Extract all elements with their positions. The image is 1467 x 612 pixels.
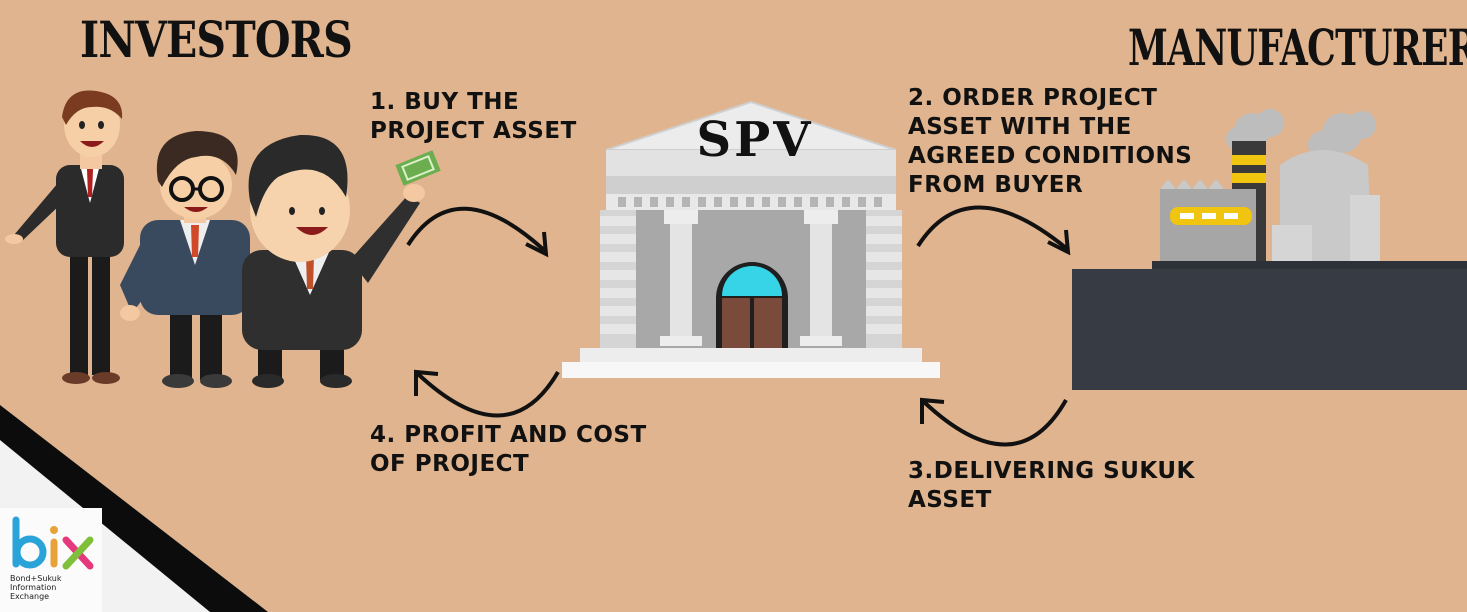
step4-line: OF PROJECT (370, 451, 530, 477)
step3-line: 3.DELIVERING SUKUK (908, 458, 1195, 484)
step2-line: FROM BUYER (908, 172, 1084, 198)
spv-label: SPV (696, 112, 814, 168)
step3-line: ASSET (908, 487, 992, 513)
manufacturer-heading: MANUFACTURER (1128, 18, 1467, 77)
investor-figure-left (5, 90, 124, 384)
investor-figure-middle (120, 131, 250, 388)
factory-illustration (1072, 109, 1467, 390)
step3-label: 3.DELIVERING SUKUK ASSET (908, 457, 1195, 515)
step4-line: 4. PROFIT AND COST (370, 422, 647, 448)
arrow-step4 (414, 369, 560, 418)
arrow-step3 (920, 397, 1068, 447)
arrow-step2 (916, 205, 1071, 256)
arrow-step1 (406, 206, 549, 258)
bix-logo: Bond+Sukuk Information Exchange (0, 508, 102, 612)
investors-illustration (5, 90, 441, 388)
step1-line: PROJECT ASSET (370, 118, 577, 144)
step2-line: AGREED CONDITIONS (908, 143, 1193, 169)
investor-figure-right (242, 134, 441, 388)
logo-line: Information (10, 583, 57, 592)
step2-line: ASSET WITH THE (908, 114, 1132, 140)
bix-logo-mark (12, 516, 94, 570)
step4-label: 4. PROFIT AND COST OF PROJECT (370, 421, 647, 479)
logo-line: Exchange (10, 592, 50, 601)
step2-line: 2. ORDER PROJECT (908, 85, 1158, 111)
bix-logo-text: Bond+Sukuk Information Exchange (10, 574, 100, 601)
logo-line: Bond+Sukuk (10, 574, 62, 583)
step2-label: 2. ORDER PROJECT ASSET WITH THE AGREED C… (908, 84, 1192, 200)
spv-building-icon (562, 100, 940, 378)
investors-heading: INVESTORS (80, 10, 353, 69)
step1-label: 1. BUY THE PROJECT ASSET (370, 88, 577, 146)
step1-line: 1. BUY THE (370, 89, 520, 115)
